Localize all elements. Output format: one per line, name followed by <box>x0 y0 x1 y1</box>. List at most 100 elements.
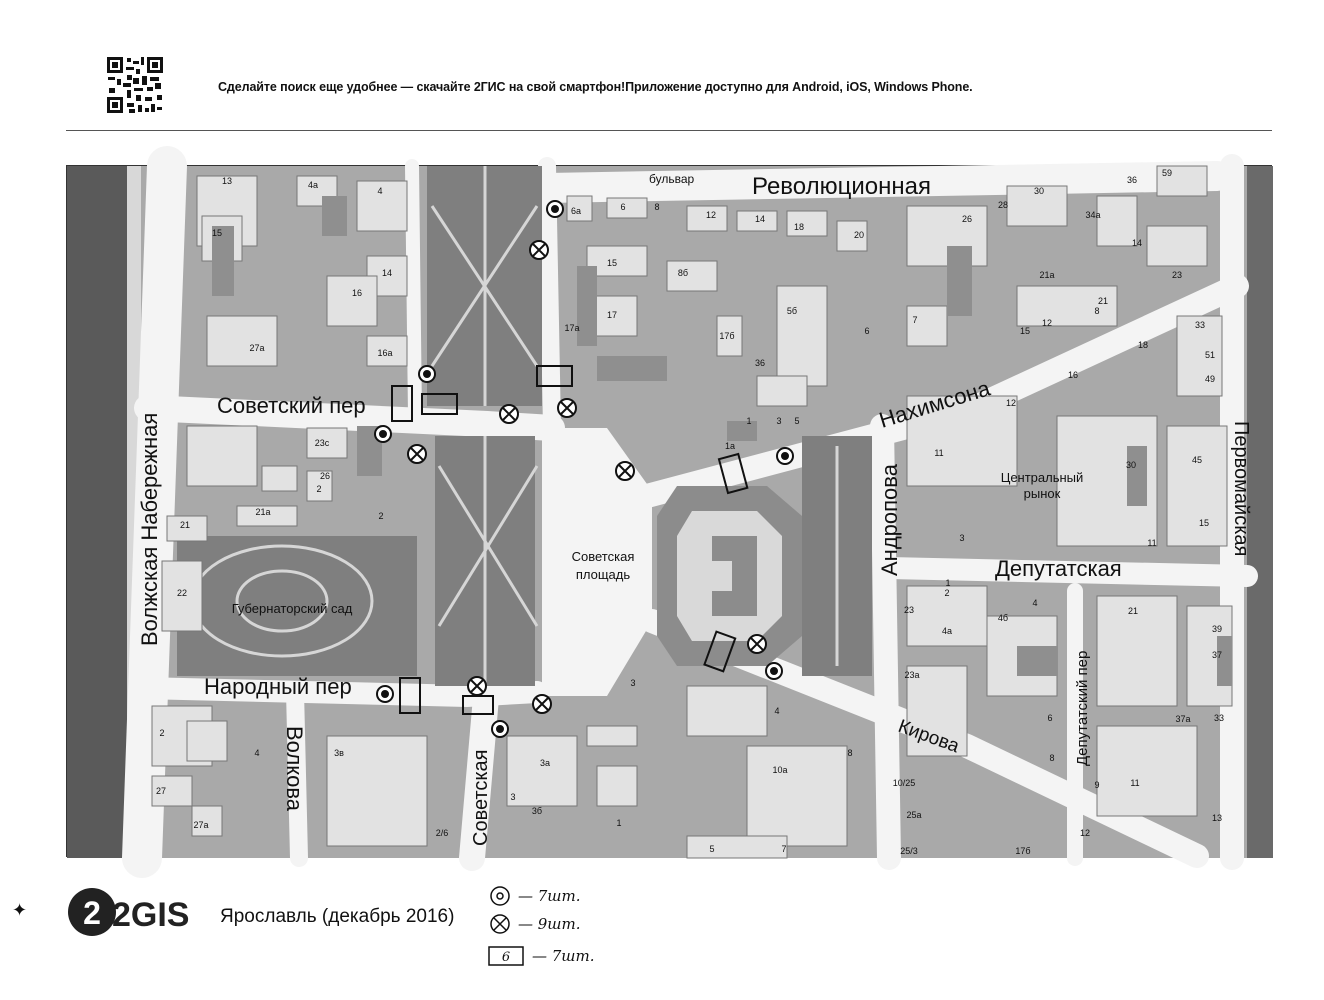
house-number: 8 <box>654 202 659 212</box>
scan-mark: ✦ <box>12 900 28 920</box>
house-number: 16 <box>1068 370 1078 380</box>
house-number: 22 <box>177 588 187 598</box>
house-number: 11 <box>1130 778 1139 788</box>
house-number: 26 <box>962 214 972 224</box>
legend-item-circle-cross: — 9шт. <box>488 910 581 938</box>
house-number: 14 <box>755 214 765 224</box>
house-number: 12 <box>1006 398 1016 408</box>
house-number: 5б <box>787 306 797 316</box>
legend-text: — 9шт. <box>518 915 581 933</box>
house-number: 39 <box>1212 624 1222 634</box>
house-number: 23с <box>315 438 330 448</box>
house-number: 21 <box>1098 296 1108 306</box>
house-number: 23 <box>904 605 914 615</box>
house-number: 1 <box>616 818 621 828</box>
house-number: 7 <box>912 315 917 325</box>
house-number: 28 <box>998 200 1008 210</box>
house-number: 6а <box>571 206 581 216</box>
qr-code <box>105 55 165 115</box>
house-number: 21а <box>255 507 270 517</box>
house-number: 30 <box>1034 186 1044 196</box>
house-number: 23 <box>1172 270 1182 280</box>
house-number: 4 <box>254 748 259 758</box>
city-date: Ярославль (декабрь 2016) <box>220 906 455 927</box>
house-number: 10/25 <box>893 778 916 788</box>
house-number: 4б <box>998 613 1008 623</box>
street-label-pervomayskaya: Первомайская <box>1230 421 1252 556</box>
map-view[interactable]: Революционная бульвар Нахимсона Советски… <box>66 146 1273 878</box>
house-number: 21 <box>1128 606 1138 616</box>
legend: — 7шт. — 9шт. 6 — 7шт. <box>488 880 628 980</box>
house-number: 8 <box>1049 753 1054 763</box>
house-number: 18 <box>794 222 804 232</box>
house-number: 13 <box>1212 813 1222 823</box>
house-number: 6 <box>1047 713 1052 723</box>
rect-marker-icon: 6 <box>488 946 524 966</box>
street-label-sovetskaya: Советская <box>470 749 492 846</box>
house-number: 18 <box>1138 340 1148 350</box>
house-number: 3 <box>776 416 781 426</box>
place-label-central-market: рынок <box>1024 486 1061 501</box>
house-number: 16а <box>377 348 392 358</box>
house-number: 34а <box>1085 210 1100 220</box>
house-number: 3б <box>532 806 542 816</box>
house-number: 2 <box>159 728 164 738</box>
house-number: 4 <box>1032 598 1037 608</box>
house-number: 3 <box>959 533 964 543</box>
circle-dot-icon <box>490 886 510 906</box>
place-label-gubernatorsky-sad: Губернаторский сад <box>232 601 353 616</box>
house-number: 45 <box>1192 455 1202 465</box>
house-number: 2 <box>316 484 321 494</box>
house-number: 59 <box>1162 168 1172 178</box>
house-number: 23а <box>904 670 919 680</box>
house-number: 8 <box>847 748 852 758</box>
house-number: 15 <box>212 228 222 238</box>
volga-river <box>67 166 127 858</box>
house-number: 4 <box>377 186 382 196</box>
house-number: 3 <box>510 792 515 802</box>
house-number: 26 <box>320 471 330 481</box>
house-number: 36 <box>755 358 765 368</box>
house-number: 27 <box>156 786 166 796</box>
place-label-sovetskaya-ploshchad: Советская <box>572 549 635 564</box>
map-marker-rect <box>391 365 749 715</box>
house-number: 15 <box>607 258 617 268</box>
street-label-deputatsky-per: Депутатский пер <box>1074 651 1091 766</box>
legend-text: — 7шт. <box>532 947 595 965</box>
house-number: 49 <box>1205 374 1215 384</box>
house-number: 36 <box>1127 175 1137 185</box>
house-number: 21 <box>180 520 190 530</box>
house-number: 7 <box>781 844 786 854</box>
map-marker-circle-dot <box>374 200 794 738</box>
house-number: 6 <box>864 326 869 336</box>
house-number: 37а <box>1175 714 1190 724</box>
house-number: 33 <box>1195 320 1205 330</box>
legend-item-circle-dot: — 7шт. <box>488 882 581 910</box>
brand-name: 2GIS <box>112 896 189 934</box>
house-number: 37 <box>1212 650 1222 660</box>
house-number: 13 <box>222 176 232 186</box>
house-number: 2/6 <box>436 828 449 838</box>
street-label-deputatskaya: Депутатская <box>995 556 1122 581</box>
house-number: 3в <box>334 748 344 758</box>
house-number: 6 <box>620 202 625 212</box>
house-number: 33 <box>1214 713 1224 723</box>
house-number: 17б <box>1015 846 1030 856</box>
house-number: 10а <box>772 765 787 775</box>
house-number: 2 <box>378 511 383 521</box>
house-number: 51 <box>1205 350 1215 360</box>
street-label-revolyutsionnaya: Революционная <box>752 173 931 200</box>
house-number: 3а <box>540 758 550 768</box>
house-number: 17 <box>607 310 617 320</box>
house-number: 11 <box>934 448 943 458</box>
house-number: 1 <box>945 578 950 588</box>
house-number: 27а <box>249 343 264 353</box>
house-number: 5 <box>794 416 799 426</box>
place-label-central-market: Центральный <box>1001 470 1084 485</box>
legend-text: — 7шт. <box>518 887 581 905</box>
house-number: 25/3 <box>900 846 918 856</box>
house-number: 14 <box>1132 238 1142 248</box>
house-number: 27а <box>193 820 208 830</box>
house-number: 12 <box>1080 828 1090 838</box>
